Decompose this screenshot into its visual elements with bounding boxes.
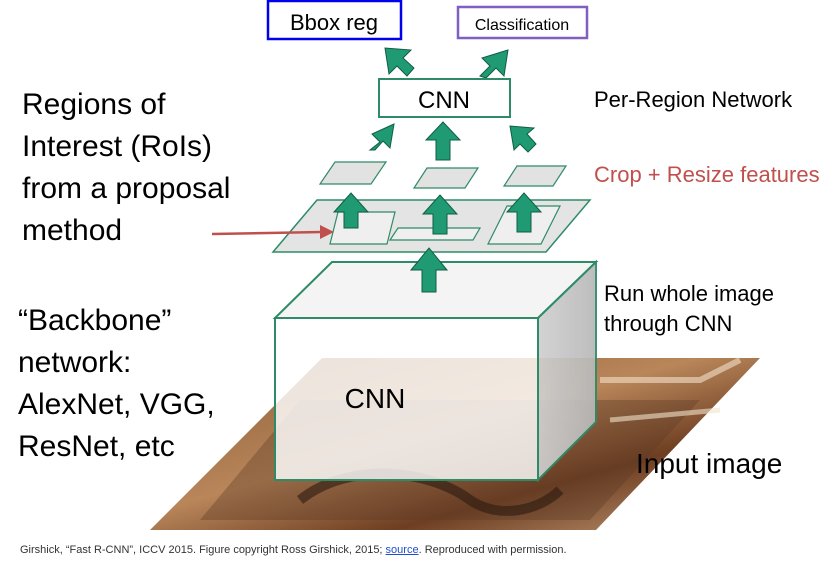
backbone-cnn-box <box>272 259 599 483</box>
citation-suffix: . Reproduced with permission. <box>418 544 567 556</box>
arrow-head-to-bbox <box>384 47 415 77</box>
backbone-cnn-label: CNN <box>345 383 406 414</box>
arrow-roi-2 <box>421 194 459 235</box>
classification-box <box>456 5 589 40</box>
arrow-backbone-to-features <box>409 247 449 293</box>
arrow-roi-3 <box>505 192 543 233</box>
head-cnn-box <box>378 78 511 118</box>
arrow-crop-1-to-head <box>368 123 395 151</box>
head-cnn-label: CNN <box>418 87 470 114</box>
run-whole-image-line-1: Run whole image <box>604 281 774 306</box>
backbone-line-3: AlexNet, VGG, <box>18 388 215 421</box>
per-region-network-label: Per-Region Network <box>594 87 793 112</box>
arrow-crop-2-to-head <box>424 121 462 161</box>
rois-line-1: Regions of <box>22 88 166 121</box>
arrow-roi-1 <box>332 192 370 229</box>
input-image-label: Input image <box>636 448 783 479</box>
rois-label: Regions of Interest (RoIs) from a propos… <box>22 84 230 252</box>
bbox-reg-box <box>266 0 403 41</box>
rois-line-4: method <box>22 214 123 247</box>
roi-pointer-arrow <box>211 225 334 239</box>
backbone-line-4: ResNet, etc <box>18 430 175 463</box>
run-whole-image-label: Run whole image through CNN <box>604 279 774 339</box>
citation-text: Girshick, “Fast R-CNN”, ICCV 2015. Figur… <box>20 544 386 556</box>
classification-label: Classification <box>475 17 569 34</box>
bbox-reg-label: Bbox reg <box>290 10 378 35</box>
up-arrows <box>332 47 543 293</box>
backbone-label: “Backbone” network: AlexNet, VGG, ResNet… <box>18 300 215 468</box>
rois-line-2: Interest (RoIs) <box>22 130 213 163</box>
backbone-line-1: “Backbone” <box>18 304 172 337</box>
arrow-head-to-class <box>479 49 509 79</box>
backbone-line-2: network: <box>18 346 132 379</box>
arrow-crop-3-to-head <box>509 125 537 153</box>
crop-resize-label: Crop + Resize features <box>594 162 820 187</box>
source-link[interactable]: source <box>385 544 419 556</box>
run-whole-image-line-2: through CNN <box>604 311 733 336</box>
cropped-feature-tiles <box>318 161 568 189</box>
rois-line-3: from a proposal <box>22 172 231 205</box>
citation-footer: Girshick, “Fast R-CNN”, ICCV 2015. Figur… <box>20 544 567 556</box>
